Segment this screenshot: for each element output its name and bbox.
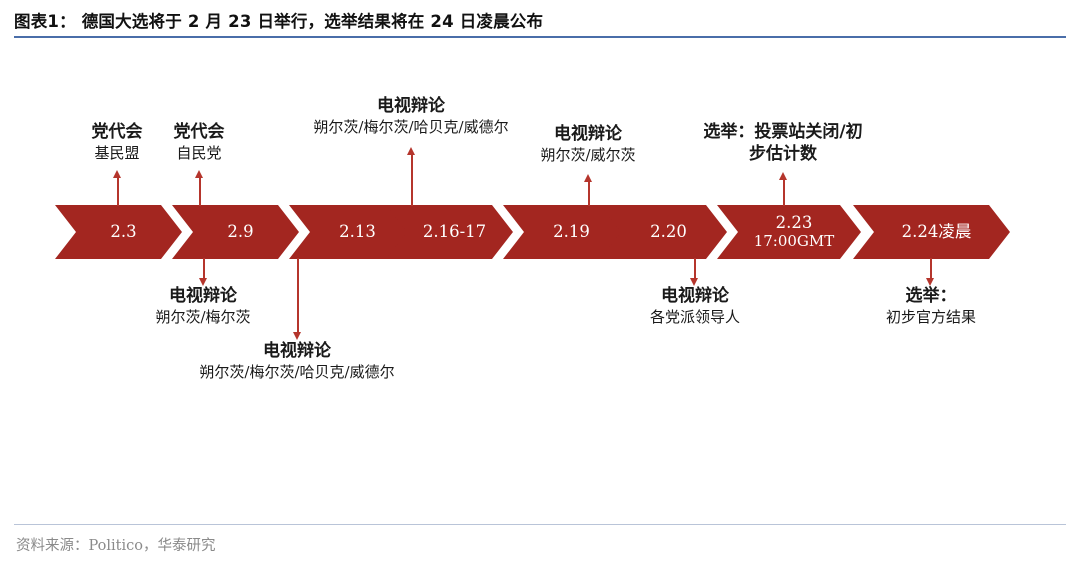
timeline-step[interactable]: 2.23 17:00GMT [717, 205, 861, 259]
timeline-step-date: 2.13 [339, 221, 376, 241]
source-note: 资料来源：Politico，华泰研究 [16, 538, 216, 554]
annotation-above: 党代会 基民盟 [57, 121, 177, 163]
timeline-step[interactable]: 2.9 [172, 205, 299, 259]
annotation-title: 电视辩论 [554, 124, 622, 144]
annotation-title: 选举：投票站关闭/初 [703, 122, 863, 142]
annotation-title: 电视辩论 [661, 286, 729, 306]
arrowhead-down-icon [926, 278, 934, 286]
annotation-subtitle: 自民党 [176, 144, 222, 163]
connector-line-up [199, 178, 201, 206]
timeline-step[interactable]: 2.16-17 [386, 205, 513, 259]
timeline-step-label: 2.3 [100, 221, 137, 241]
timeline-step[interactable]: 2.20 [600, 205, 727, 259]
timeline-step-label: 2.19 [543, 221, 590, 241]
arrowhead-up-icon [779, 172, 787, 180]
annotation-above: 电视辩论 朔尔茨/梅尔茨/哈贝克/威德尔 [291, 95, 531, 137]
annotation-subtitle: 朔尔茨/威尔茨 [540, 146, 636, 165]
timeline-step-date: 2.20 [650, 221, 687, 241]
timeline-step-time: 17:00GMT [753, 231, 835, 250]
timeline-step-date: 2.19 [553, 221, 590, 241]
annotation-subtitle: 初步官方结果 [885, 308, 976, 327]
annotation-below: 选举： 初步官方结果 [851, 285, 1011, 327]
arrowhead-up-icon [113, 170, 121, 178]
arrowhead-down-icon [690, 278, 698, 286]
annotation-subtitle: 朔尔茨/梅尔茨 [155, 308, 251, 327]
annotation-below: 电视辩论 朔尔茨/梅尔茨/哈贝克/威德尔 [177, 340, 417, 382]
timeline-step-label: 2.13 [329, 221, 376, 241]
annotation-subtitle: 步估计数 [749, 144, 817, 165]
arrowhead-down-icon [199, 278, 207, 286]
timeline-step[interactable]: 2.3 [55, 205, 182, 259]
timeline-step-date: 2.16-17 [422, 221, 487, 241]
annotation-below: 电视辩论 朔尔茨/梅尔茨 [123, 285, 283, 327]
timeline-step-label: 2.16-17 [413, 221, 487, 241]
arrowhead-up-icon [407, 147, 415, 155]
timeline-step-date: 2.23 [775, 213, 813, 233]
annotation-subtitle: 朔尔茨/梅尔茨/哈贝克/威德尔 [313, 118, 509, 137]
connector-line-up [117, 178, 119, 206]
connector-line-down [203, 258, 205, 280]
annotation-title: 党代会 [173, 122, 225, 142]
annotation-below: 电视辩论 各党派领导人 [615, 285, 775, 327]
timeline-step-label: 2.20 [640, 221, 687, 241]
annotation-above: 党代会 自民党 [139, 121, 259, 163]
timeline-step[interactable]: 2.24凌晨 [853, 205, 1010, 259]
annotation-subtitle: 基民盟 [94, 144, 140, 163]
arrowhead-up-icon [584, 174, 592, 182]
timeline-step-label: 2.9 [217, 221, 254, 241]
connector-line-down [694, 258, 696, 280]
connector-line-down [930, 258, 932, 280]
timeline-step-date: 2.9 [227, 221, 254, 241]
page-title: 图表1： 德国大选将于 2 月 23 日举行，选举结果将在 24 日凌晨公布 [14, 12, 544, 31]
arrowhead-down-icon [293, 332, 301, 340]
annotation-title: 电视辩论 [263, 341, 331, 361]
connector-line-down [297, 258, 299, 334]
timeline-step-label: 2.23 17:00GMT [744, 213, 835, 250]
annotation-title: 党代会 [91, 122, 143, 142]
annotation-title: 电视辩论 [377, 96, 445, 116]
footer-divider [14, 524, 1066, 525]
connector-line-up [783, 180, 785, 206]
annotation-above: 选举：投票站关闭/初 步估计数 [688, 121, 878, 165]
annotation-title: 选举： [905, 286, 957, 306]
annotation-subtitle: 朔尔茨/梅尔茨/哈贝克/威德尔 [199, 363, 395, 382]
arrowhead-up-icon [195, 170, 203, 178]
annotation-above: 电视辩论 朔尔茨/威尔茨 [518, 123, 658, 165]
annotation-subtitle: 各党派领导人 [649, 308, 740, 327]
header-divider [14, 36, 1066, 38]
timeline-step-label: 2.24凌晨 [892, 221, 972, 241]
timeline-step-date: 2.24凌晨 [901, 221, 972, 241]
timeline-step-date: 2.3 [110, 221, 137, 241]
annotation-title: 电视辩论 [169, 286, 237, 306]
connector-line-up [588, 182, 590, 206]
connector-line-up [411, 155, 413, 206]
